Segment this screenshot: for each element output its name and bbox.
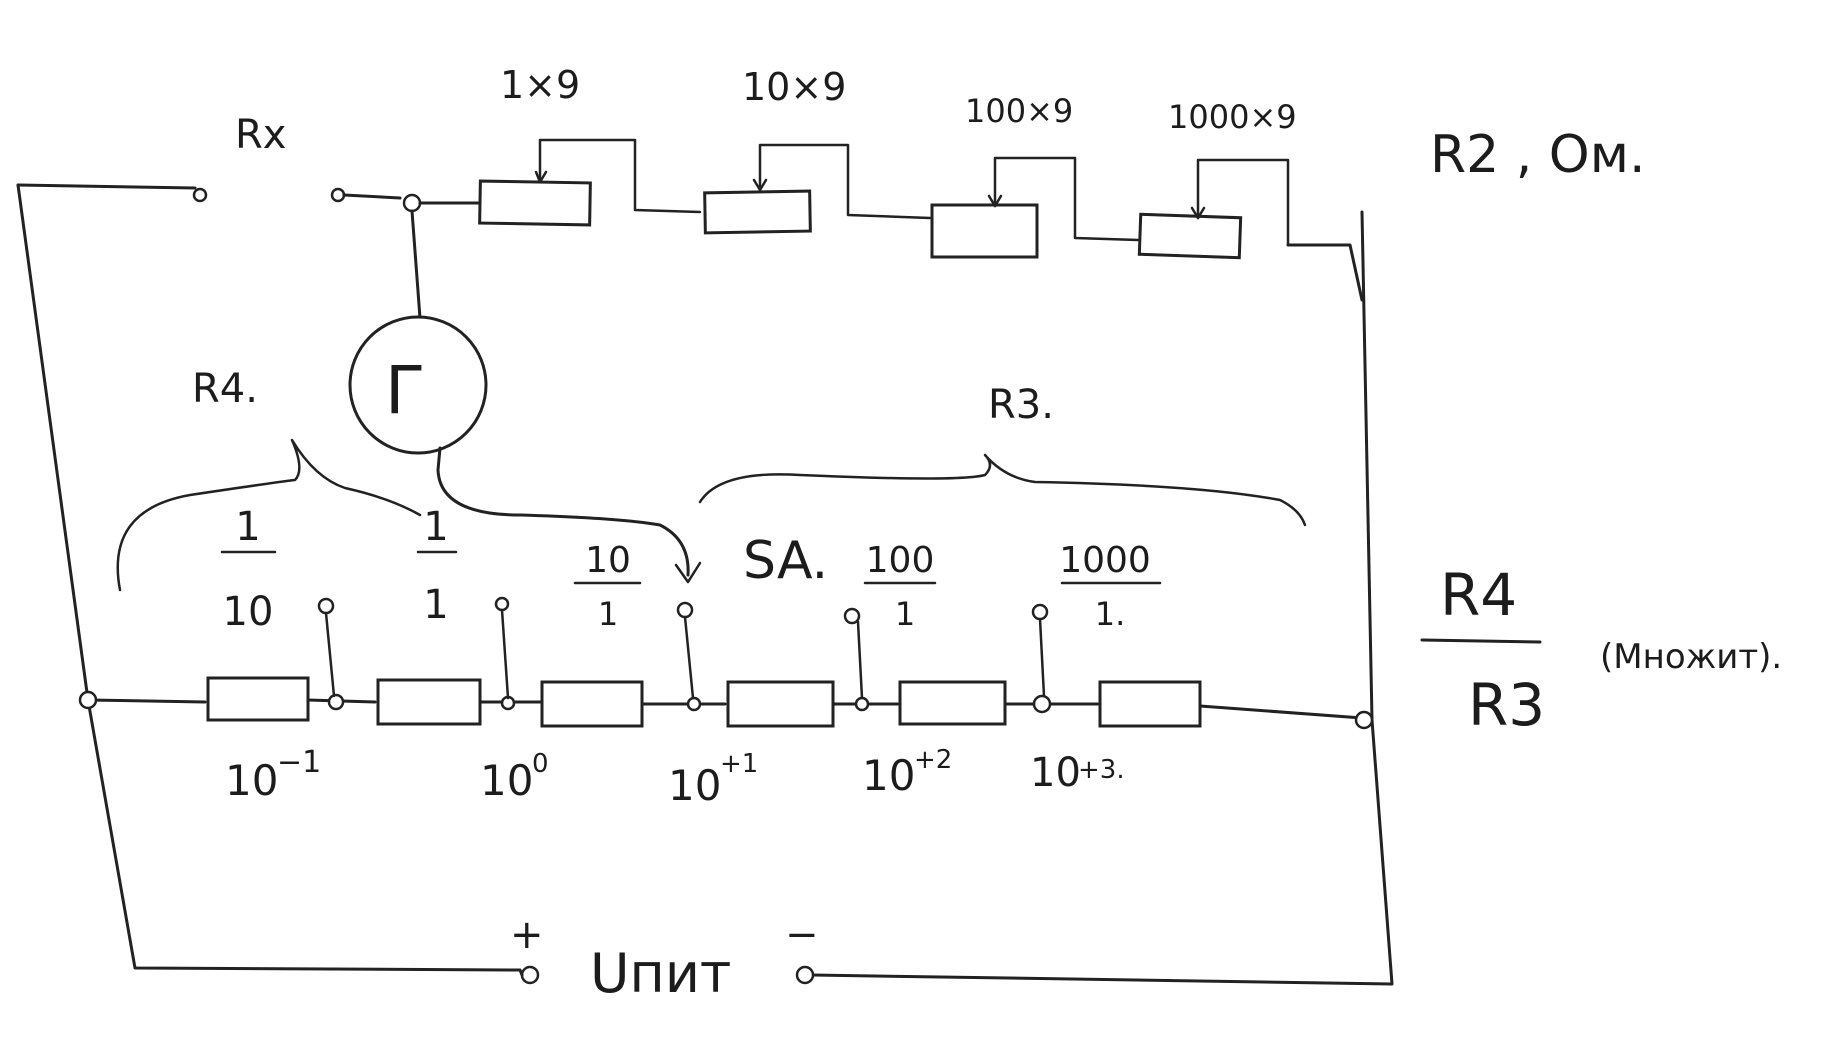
decade-label-2: 10×9	[742, 65, 846, 109]
svg-text:100: 100	[866, 540, 935, 581]
switch-contact-4	[843, 607, 861, 625]
multiplier-resistor-4	[726, 680, 835, 728]
decade-wiper-2	[758, 143, 932, 220]
galvanometer-lead	[436, 446, 690, 577]
multiplier-resistor-3	[540, 680, 644, 728]
decade-label-3: 100×9	[965, 92, 1073, 130]
svg-text:1: 1	[423, 504, 448, 550]
svg-text:−1: −1	[277, 745, 321, 780]
r3-label: R3.	[988, 382, 1054, 428]
decade-label-1: 1×9	[500, 63, 580, 107]
decade-resistor-4	[1137, 212, 1243, 260]
svg-text:1: 1	[895, 595, 915, 633]
switch-label: SA.	[743, 531, 828, 591]
svg-text:10: 10	[1030, 750, 1081, 796]
svg-text:R3: R3	[1468, 671, 1545, 739]
svg-text:1000: 1000	[1059, 540, 1151, 581]
svg-text:10: 10	[225, 756, 278, 805]
decade-label-4: 1000×9	[1168, 98, 1297, 136]
ratio-label: R4 R3 (Множит).	[1420, 561, 1782, 739]
resistor-value-3: 10 +1	[668, 749, 758, 810]
braces	[116, 438, 1307, 592]
supply-terminal-minus	[795, 965, 815, 985]
svg-text:0: 0	[532, 749, 549, 779]
switch-contact-1	[317, 597, 335, 615]
svg-text:+3.: +3.	[1078, 755, 1125, 785]
decade-resistor-3	[930, 203, 1039, 259]
svg-text:1.: 1.	[1095, 595, 1126, 633]
multiplier-resistor-6	[1098, 680, 1202, 728]
decade-wiper-4	[1196, 158, 1290, 247]
r2-decade-chain	[478, 138, 1290, 260]
rx-terminals	[192, 187, 480, 213]
decade-resistor-1	[478, 179, 592, 227]
multiplier-fraction-1: 1 10	[220, 504, 277, 635]
svg-text:10: 10	[585, 540, 631, 581]
resistor-value-5: 10 +3.	[1030, 750, 1125, 796]
rx-label: Rx	[235, 112, 286, 158]
node-rx-r2	[402, 193, 422, 213]
multiplier-chain	[78, 596, 1374, 730]
svg-text:+1: +1	[720, 749, 758, 779]
multiplier-fraction-3: 10 1	[573, 540, 642, 633]
svg-text:1: 1	[598, 595, 618, 633]
multiplier-fraction-4: 100 1	[863, 540, 937, 633]
multiplier-resistor-2	[376, 678, 482, 726]
galvanometer	[348, 209, 702, 584]
galvanometer-circle	[348, 315, 488, 455]
supply-minus-sign: −	[785, 912, 819, 958]
rx-terminal-right	[330, 187, 346, 203]
svg-text:+2: +2	[914, 745, 952, 775]
supply-terminal-plus	[520, 965, 540, 985]
outer-wiring	[16, 183, 1394, 986]
rx-terminal-left	[192, 187, 208, 203]
svg-text:10: 10	[668, 761, 721, 810]
resistor-value-1: 10 −1	[225, 745, 321, 805]
svg-text:10: 10	[223, 589, 274, 635]
decade-wiper-3	[993, 156, 1140, 242]
svg-text:10: 10	[862, 751, 915, 800]
svg-text:R4: R4	[1440, 561, 1517, 629]
multiplier-fraction-2: 1 1	[416, 504, 458, 628]
switch-contact-2	[494, 596, 510, 612]
svg-text:1: 1	[235, 504, 260, 550]
decade-wiper-1	[538, 138, 702, 214]
ratio-note: (Множит).	[1600, 637, 1782, 677]
decade-resistor-2	[703, 189, 812, 235]
multiplier-resistor-5	[898, 680, 1007, 726]
supply-label: Uпит	[590, 942, 731, 1005]
supply-plus-sign: +	[510, 912, 544, 958]
node-left	[78, 690, 98, 710]
r2-unit-label: R2 , Ом.	[1430, 125, 1646, 185]
svg-text:1: 1	[423, 582, 448, 628]
multiplier-fraction-5: 1000 1.	[1059, 540, 1162, 633]
r3-brace	[698, 453, 1307, 527]
supply	[518, 965, 815, 985]
r4-brace	[116, 438, 422, 592]
resistor-value-4: 10 +2	[862, 745, 952, 800]
switch-contact-3	[676, 601, 694, 619]
r4-label: R4.	[192, 366, 258, 412]
svg-text:10: 10	[480, 756, 533, 805]
node-right	[1354, 710, 1374, 730]
switch-contact-5	[1031, 603, 1049, 621]
galvanometer-label: Г	[385, 352, 425, 429]
multiplier-resistor-1	[206, 676, 310, 722]
resistor-value-2: 10 0	[480, 749, 549, 805]
